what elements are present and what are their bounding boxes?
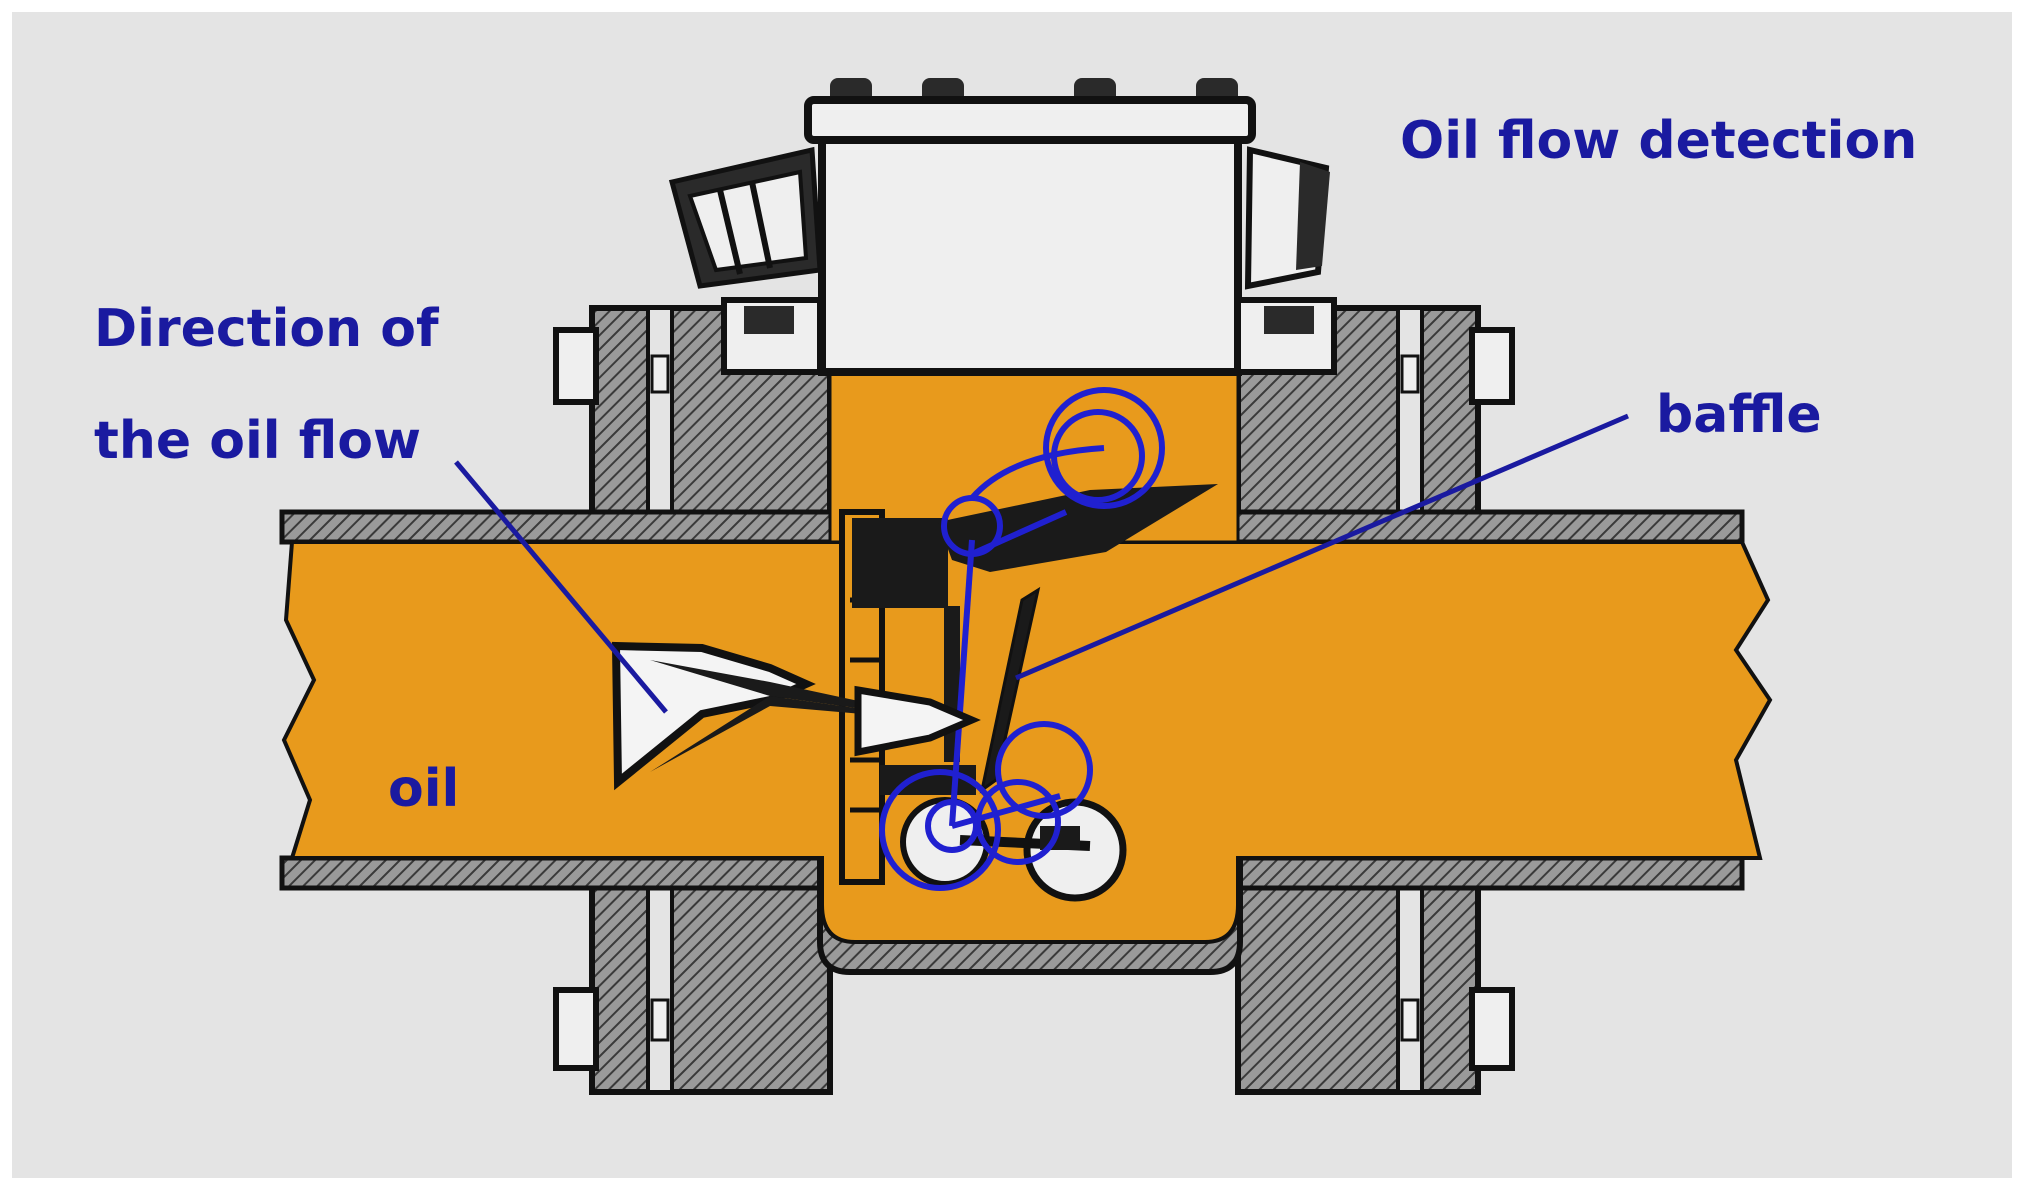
title-label: Oil flow detection xyxy=(1400,111,1917,171)
direction-leader-line xyxy=(454,460,668,714)
baffle-label: baffle xyxy=(1656,385,1822,445)
detection-wheels xyxy=(879,387,1165,891)
lower-left-flange xyxy=(553,859,833,1095)
direction-label-line1: Direction of xyxy=(94,299,440,359)
flow-arrow xyxy=(611,641,981,791)
baffle-leader-line xyxy=(1015,413,1629,681)
oil-flow-region xyxy=(281,540,1773,944)
lower-right-flange xyxy=(1235,859,1515,1095)
sensor-housing xyxy=(668,78,1337,376)
direction-label-line2: the oil flow xyxy=(94,411,421,471)
oil-label: oil xyxy=(388,759,459,819)
